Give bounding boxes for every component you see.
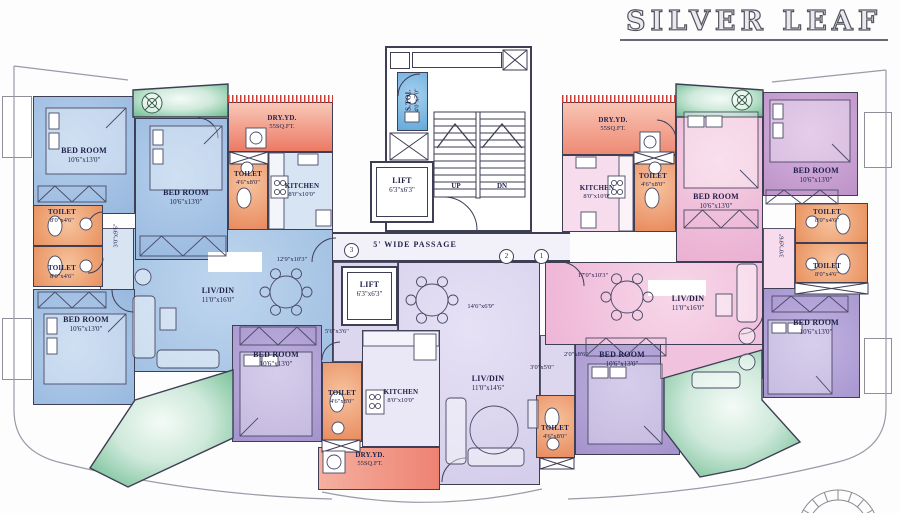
room-right-livdin-ext [660,345,763,379]
room-right-bedroom-top [763,92,858,196]
bay-window-right-bottom [864,338,892,394]
unit-number-3: 3 [344,243,359,258]
stairs-dn-label: DN [496,182,508,190]
corridor-right [763,228,795,290]
corner-emblem [801,489,875,513]
room-center-dryyard [318,447,440,490]
room-left-bedroom-bottom [33,289,135,405]
room-servant-toilet [397,72,428,131]
unit-number-1: 1 [534,249,549,264]
plan-title: SILVER LEAF [620,5,888,41]
room-left-toilet-edge-2 [33,246,103,287]
corridor-left [100,228,135,290]
bay-window-right-top [864,112,892,168]
room-center-kitchen [362,330,440,447]
bay-window-left-top [2,96,32,158]
lift-2 [341,266,398,326]
erased-area-right [648,280,706,296]
room-right-toilet-edge-1 [795,203,868,243]
hatch-dryyard-left [228,95,333,103]
room-right-kitchen [562,155,634,232]
core-duct-b [412,52,502,68]
room-right-toilet-edge-2 [795,243,868,283]
passage-band [330,232,570,262]
lift-1 [370,161,434,223]
hatch-dryyard-right [562,95,676,103]
room-right-livdin [545,262,763,345]
room-left-bedroom-mid [135,118,228,260]
room-right-dryyard [562,102,676,155]
room-center-toilet-right [536,395,575,458]
room-right-toilet-inner [634,155,676,232]
room-left-toilet-edge-1 [33,205,103,246]
bay-window-left-bottom [2,318,32,380]
unit-number-2: 2 [499,249,514,264]
room-right-bedroom-mid [676,104,763,262]
erased-area-left [208,252,262,272]
balcony-top-left [132,83,229,118]
room-left-bedroom-top [33,96,135,214]
passage-label: 5' WIDE PASSAGE [373,240,457,249]
room-right-bedroom-bottom [763,288,860,398]
room-left-dryyard [228,102,333,152]
room-center-bedroom-left [232,325,322,442]
core-duct-a [390,52,410,69]
room-left-toilet-inner [228,152,268,230]
room-left-kitchen [268,152,333,230]
room-center-toilet-left [322,362,362,442]
stairs-up-label: UP [451,182,461,190]
